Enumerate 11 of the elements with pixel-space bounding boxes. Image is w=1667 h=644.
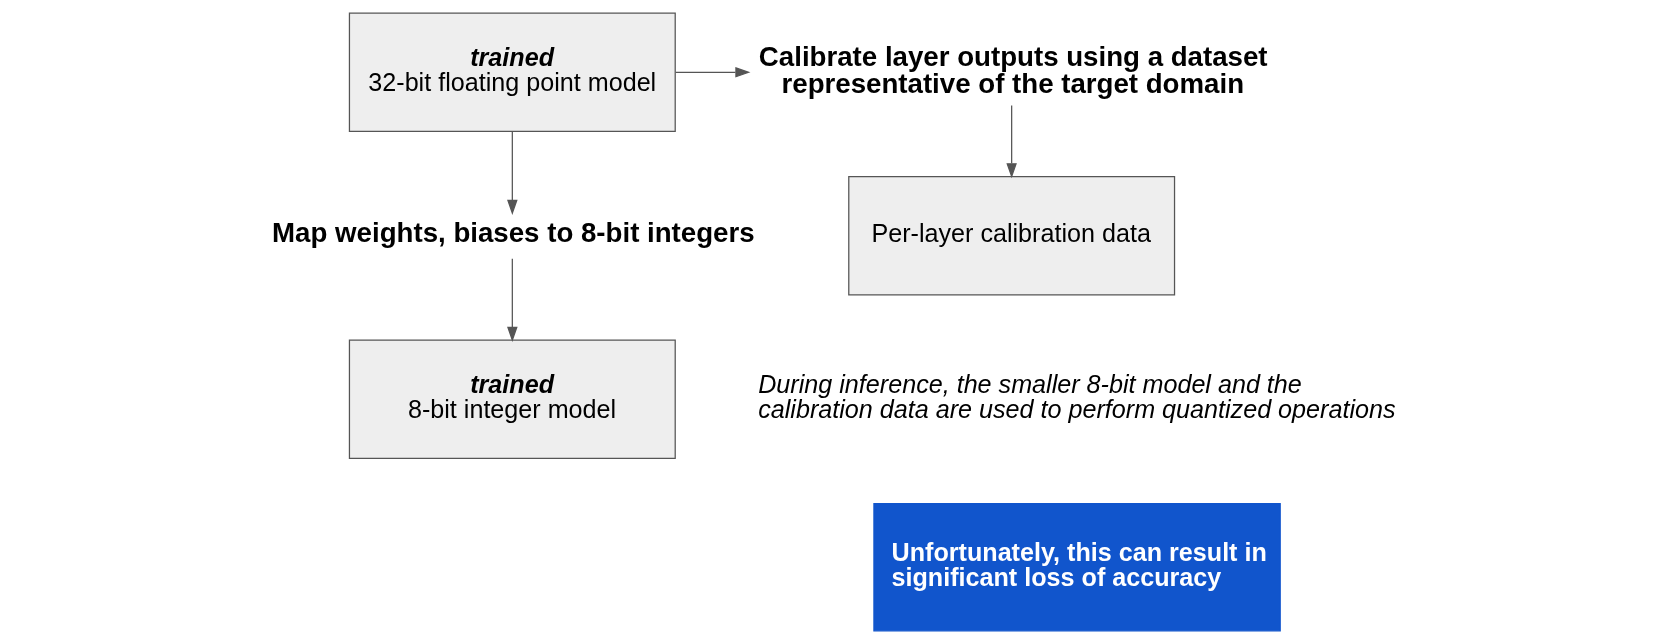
node-box: trained 32-bit floating point model	[348, 12, 676, 133]
node-text: Map weights, biases to 8-bit integers	[271, 216, 755, 248]
node-box: trained 8-bit integer model	[348, 339, 676, 460]
node-box: Per-layer calibration data	[847, 176, 1175, 296]
node-text: Calibrate layer outputs using a dataset representative of the target domain	[758, 40, 1268, 100]
arrow	[674, 67, 750, 78]
arrow	[1005, 104, 1017, 179]
arrow	[506, 258, 518, 342]
arrow	[506, 131, 518, 215]
label: During inference, the smaller 8-bit model and the calibration data are used to perform quantized operations	[757, 370, 1396, 424]
node-box: Unfortunately, this can result in significant loss of accuracy	[872, 503, 1281, 632]
